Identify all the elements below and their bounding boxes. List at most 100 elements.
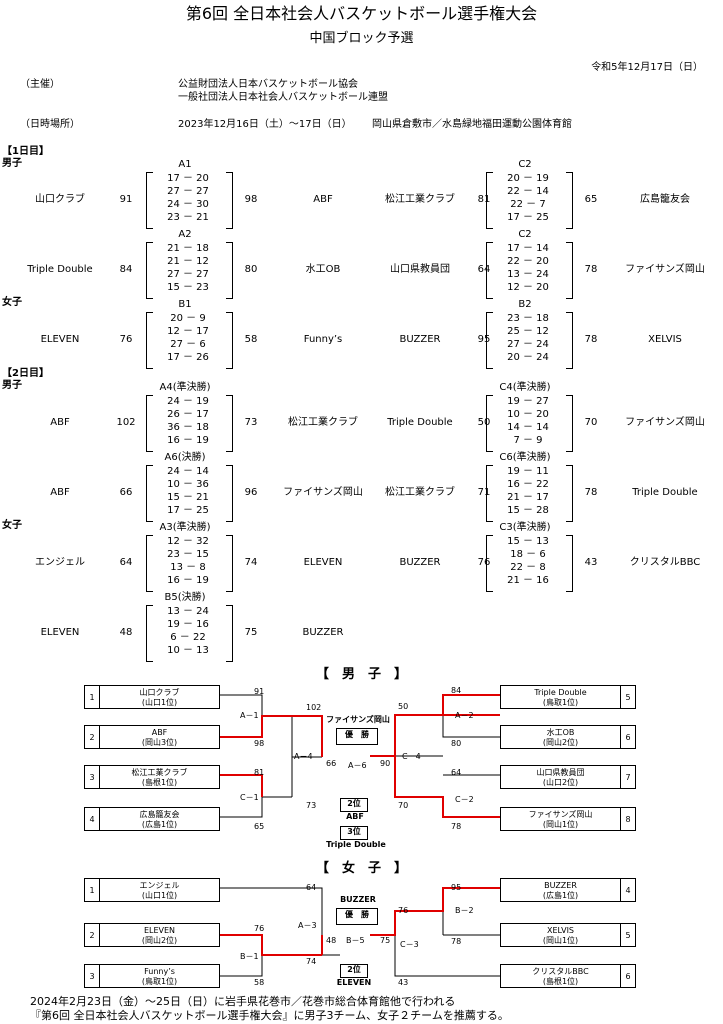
score-right: 78 — [584, 487, 598, 498]
score-right: 80 — [244, 264, 258, 275]
score-left: 76 — [119, 334, 133, 345]
quarter-score: 27 － 27 — [167, 269, 209, 280]
quarter-score: 15 － 28 — [507, 505, 549, 516]
w-score-s4: 95 — [451, 883, 462, 892]
seed-team: ELEVEN(岡山2位) — [100, 926, 219, 946]
seed-team-region: (鳥取1位) — [141, 977, 178, 986]
quarter-score: 13 － 24 — [167, 606, 209, 617]
quarter-score: 22 － 8 — [510, 562, 546, 573]
seed-team-name: 松江工業クラブ — [131, 768, 188, 777]
men-label: 男子 — [2, 158, 22, 169]
men-second: ABF — [346, 812, 364, 821]
quarter-score: 16 － 22 — [507, 479, 549, 490]
men-second-box — [340, 798, 368, 812]
seed-team: 松江工業クラブ(島根1位) — [100, 768, 219, 788]
w-code-b1: B－1 — [240, 952, 259, 961]
quarter-score: 21 － 18 — [167, 243, 209, 254]
quarter-score: 13 － 8 — [170, 562, 206, 573]
quarter-score: 23 － 21 — [167, 212, 209, 223]
score-left: 64 — [477, 264, 491, 275]
bracket-right — [226, 172, 233, 229]
seed-team: XELVIS(岡山1位) — [501, 926, 620, 946]
women-champion-box — [336, 908, 378, 925]
seed-team-name: XELVIS — [546, 926, 575, 935]
score-a4r: 73 — [306, 801, 317, 810]
score-s5: 84 — [451, 686, 462, 695]
team-right: BUZZER — [302, 627, 344, 638]
score-s3: 81 — [254, 768, 265, 777]
women-second-label: 2位 — [347, 965, 361, 974]
quarter-score: 18 － 6 — [510, 549, 546, 560]
w-score-s1: 64 — [306, 883, 317, 892]
seed-team: クリスタルBBC(島根1位) — [501, 967, 620, 987]
page-title: 第6回 全日本社会人バスケットボール選手権大会 — [185, 4, 538, 23]
team-left: BUZZER — [399, 334, 441, 345]
men-bracket-title: 【 男 子 】 — [315, 667, 407, 682]
team-left: Triple Double — [27, 264, 93, 275]
bracket-left — [486, 535, 493, 592]
w-code-c3: C－3 — [400, 940, 419, 949]
bracket-right — [226, 535, 233, 592]
game-code: C2 — [518, 229, 532, 240]
seed-team-name: ELEVEN — [143, 926, 176, 935]
quarter-score: 20 － 24 — [507, 352, 549, 363]
seed-team-name: BUZZER — [544, 881, 577, 890]
score-left: 91 — [119, 194, 133, 205]
schedule-label: （日時場所） — [20, 119, 80, 130]
quarter-score: 14 － 14 — [507, 422, 549, 433]
team-left: 山口クラブ — [35, 194, 85, 205]
bracket-right — [566, 172, 573, 229]
w-code-b5: B－5 — [346, 936, 365, 945]
bracket-right — [566, 535, 573, 592]
quarter-score: 26 － 17 — [167, 409, 209, 420]
women-bracket-title: 【 女 子 】 — [315, 861, 407, 876]
w-score-b5r: 75 — [380, 936, 391, 945]
score-left: 64 — [119, 557, 133, 568]
quarter-score: 27 － 6 — [170, 339, 206, 350]
seed-team: エンジェル(山口1位) — [100, 881, 219, 901]
score-left: 76 — [477, 557, 491, 568]
code-a4: A－4 — [294, 752, 313, 761]
quarter-score: 7 － 9 — [513, 435, 543, 446]
seed-team: ファイサンズ岡山(岡山1位) — [501, 810, 620, 830]
quarter-score: 22 － 7 — [510, 199, 546, 210]
quarter-score: 23 － 15 — [167, 549, 209, 560]
score-left: 50 — [477, 417, 491, 428]
code-a6: A－6 — [348, 761, 367, 770]
code-a1: A－1 — [240, 711, 259, 720]
quarter-score: 21 － 12 — [167, 256, 209, 267]
quarter-score: 12 － 20 — [507, 282, 549, 293]
men-win-label: 優 勝 — [345, 730, 369, 739]
score-s7: 64 — [451, 768, 462, 777]
score-left: 71 — [477, 487, 491, 498]
quarter-score: 10 － 13 — [167, 645, 209, 656]
team-left: ELEVEN — [40, 334, 80, 345]
seed-team-name: 広島籠友会 — [139, 810, 180, 819]
bracket-left — [486, 172, 493, 229]
team-left: BUZZER — [399, 557, 441, 568]
bracket-right — [566, 312, 573, 369]
seed-number: 6 — [620, 726, 635, 748]
game-code: A3(準決勝) — [159, 522, 211, 533]
bracket-right — [226, 312, 233, 369]
quarter-score: 24 － 19 — [167, 396, 209, 407]
quarter-score: 15 － 13 — [507, 536, 549, 547]
game-code: A2 — [178, 229, 192, 240]
bracket-right — [226, 465, 233, 522]
seed-number: 8 — [620, 808, 635, 830]
score-right: 70 — [584, 417, 598, 428]
game-code: B5(決勝) — [164, 592, 206, 603]
seed-team-name: 山口県教員団 — [536, 768, 585, 777]
seed-team-name: クリスタルBBC — [532, 967, 589, 976]
seed-team-region: (岡山3位) — [141, 738, 178, 747]
bracket-right — [566, 242, 573, 299]
seed-team-name: 水工OB — [546, 728, 575, 737]
quarter-score: 13 － 24 — [507, 269, 549, 280]
quarter-score: 21 － 16 — [507, 575, 549, 586]
game-code: B2 — [518, 299, 532, 310]
team-left: ABF — [50, 487, 70, 498]
